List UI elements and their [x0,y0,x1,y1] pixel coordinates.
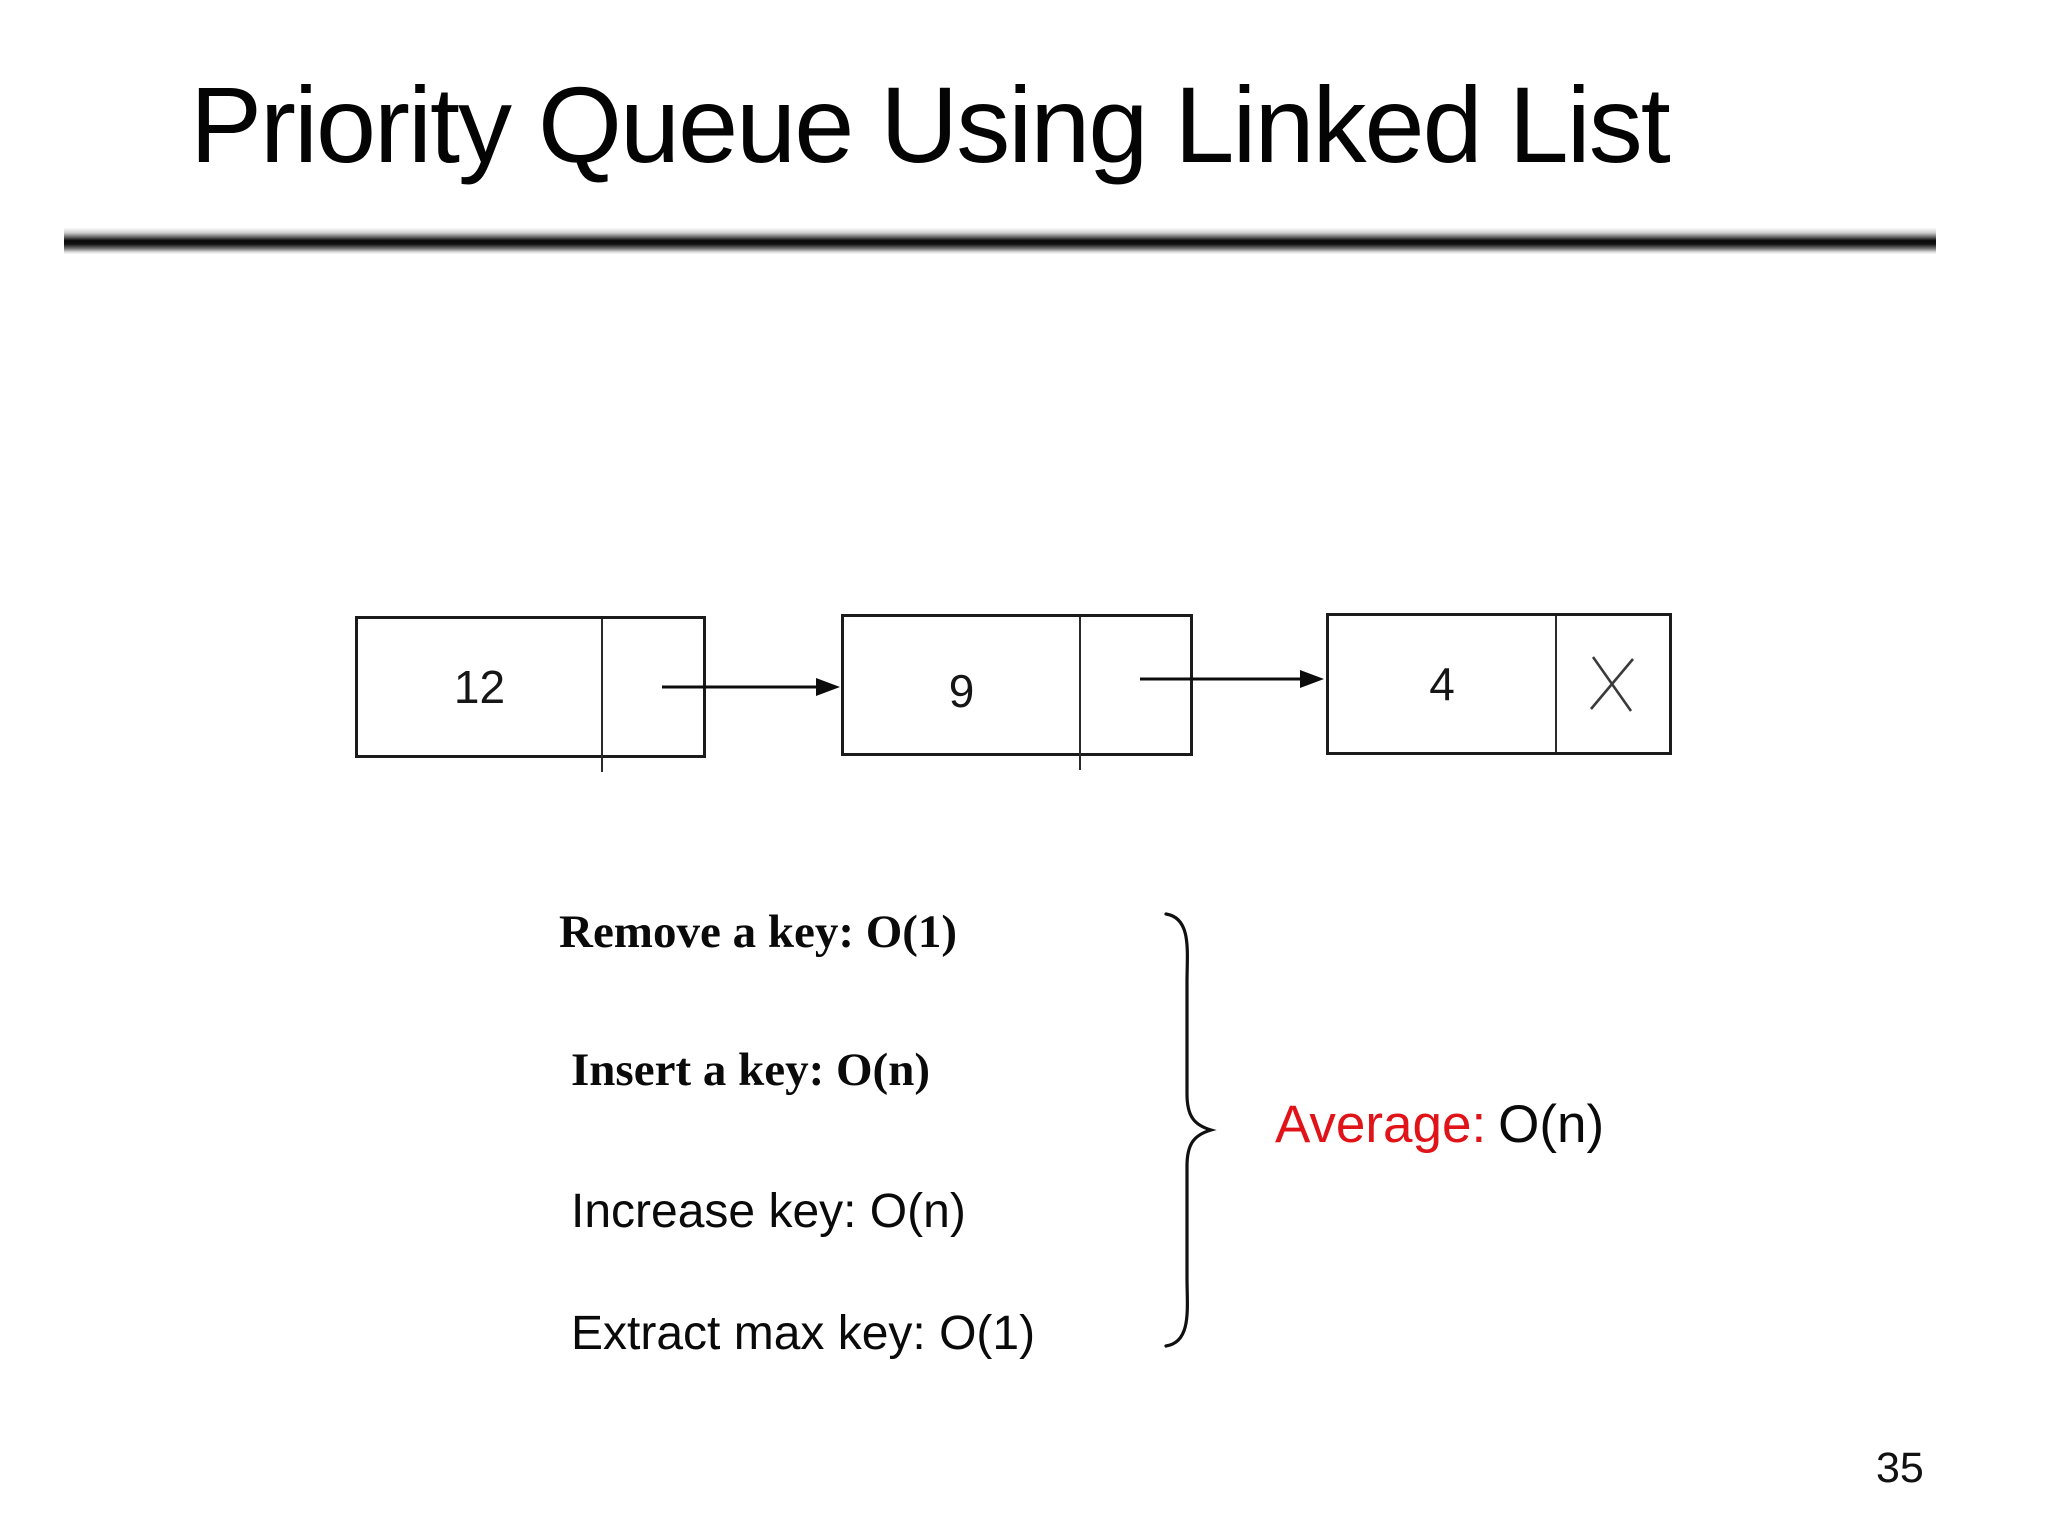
average-value: O(n) [1498,1095,1605,1154]
average-label: Average: [1275,1095,1487,1154]
null-x-icon [1590,656,1634,712]
list-node-4: 4 [1326,613,1672,755]
operation-remove-key: Remove a key: O(1) [559,906,958,958]
page-number: 35 [1876,1444,1924,1492]
divider-tick [1079,753,1081,770]
list-node-9: 9 [841,614,1193,770]
node-value: 12 [358,619,603,755]
curly-brace-icon [1164,912,1217,1348]
node-value: 9 [844,617,1081,753]
node-pointer-cell [1557,616,1669,752]
operation-extract-max-key: Extract max key: O(1) [571,1307,1036,1360]
title-divider-rule [64,228,1936,254]
next-arrow-icon [1140,670,1324,688]
operation-insert-key: Insert a key: O(n) [571,1044,930,1096]
node-value: 4 [1329,616,1557,752]
operation-increase-key: Increase key: O(n) [571,1185,966,1238]
next-arrow-icon [662,678,840,696]
divider-tick [601,755,603,772]
average-annotation: Average:O(n) [1275,1094,1604,1155]
list-node-12: 12 [355,616,706,772]
page-title: Priority Queue Using Linked List [190,64,1671,185]
